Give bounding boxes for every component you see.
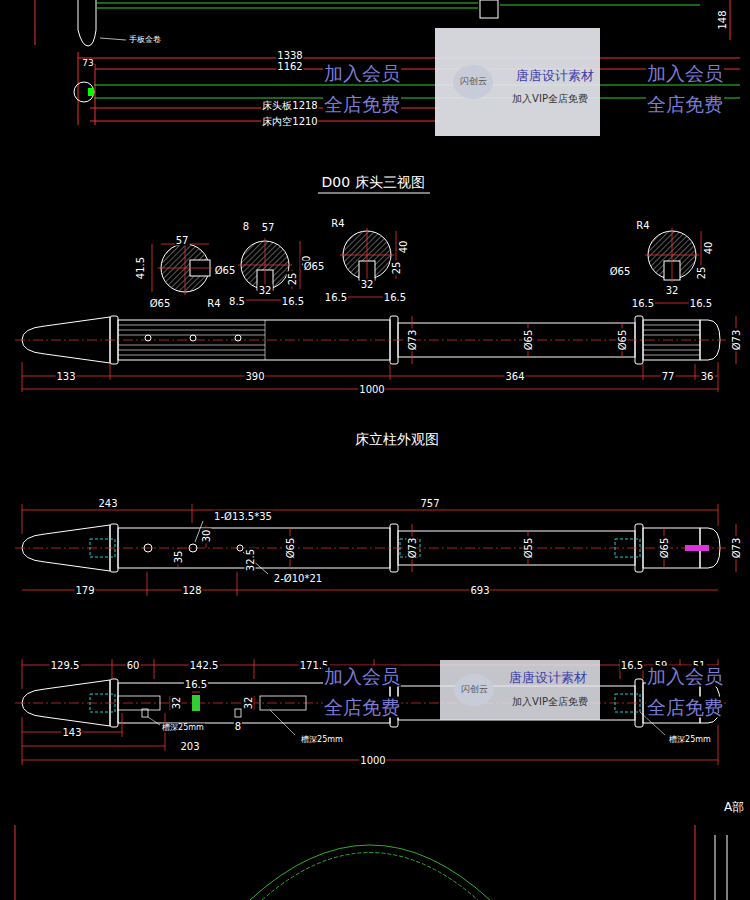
dimension-text: 1000	[358, 384, 385, 395]
watermark: 加入VIP全店免费	[511, 696, 589, 707]
watermark: 闪创云	[459, 77, 488, 87]
dimension-text: 40	[703, 241, 714, 256]
dimension-text: 16.5	[631, 298, 655, 309]
view-title: D00 床头三视图	[320, 175, 425, 190]
detail-label: A部	[723, 801, 745, 814]
dimension-text: 16.5	[383, 292, 407, 303]
dimension-text: 129.5	[50, 660, 81, 671]
dimension-text: 77	[661, 371, 676, 382]
dimension-text: 60	[126, 660, 141, 671]
dimension-text: 25	[391, 261, 402, 276]
dimension-text: 364	[504, 371, 525, 382]
dimension-text: Ø65	[285, 537, 296, 560]
dimension-text: 32	[360, 279, 375, 290]
watermark: 加入会员	[323, 63, 401, 84]
dimension-text: Ø65	[523, 329, 534, 352]
part-dimension: 床头板1218	[261, 100, 318, 111]
watermark: 唐唐设计素材	[508, 671, 588, 685]
groove-note: 槽深25mm	[161, 724, 205, 733]
dimension-text: Ø55	[523, 537, 534, 560]
hole-callout: 1-Ø13.5*35	[213, 511, 273, 522]
dimension-text: 36	[700, 371, 715, 382]
dimension-text: 179	[74, 585, 95, 596]
dimension-text: 128	[181, 585, 202, 596]
dimension-text: Ø65	[149, 298, 172, 309]
dimension-text: Ø73	[407, 329, 418, 352]
dimension-text: 32	[665, 285, 680, 296]
dimension-text: 143	[61, 727, 82, 738]
watermark: 加入会员	[646, 666, 724, 687]
dimension-text: 16.5	[324, 292, 348, 303]
dimension-text: Ø73	[731, 329, 742, 352]
dimension-text: 41.5	[135, 256, 146, 280]
groove-note: 槽深25mm	[300, 736, 344, 745]
dimension-text: 73	[81, 59, 94, 69]
dimension-text: 693	[469, 585, 490, 596]
dimension-text: R4	[330, 218, 345, 229]
dimension-text: 1338	[276, 50, 303, 61]
dimension-text: R4	[206, 298, 221, 309]
watermark: 全店免费	[323, 697, 401, 718]
hole-callout: 2-Ø10*21	[273, 573, 323, 584]
dimension-text: 32	[243, 696, 254, 711]
dimension-text: R4	[635, 220, 650, 231]
part-dimension: 床内空1210	[261, 116, 318, 127]
dimension-text: 757	[419, 498, 440, 509]
dimension-text: 16.5	[620, 660, 644, 671]
part-note: 手板金卷	[128, 36, 162, 45]
dimension-text: 142.5	[189, 660, 220, 671]
dimension-text: 1000	[359, 755, 386, 766]
dimension-text: Ø65	[609, 266, 632, 277]
dimension-text: 32	[171, 696, 182, 711]
dimension-text: 1162	[276, 61, 303, 72]
view-title: 床立柱外观图	[354, 432, 440, 447]
watermark: 闪创云	[460, 685, 489, 695]
watermark: 全店免费	[323, 94, 401, 115]
dimension-text: 16.5	[184, 679, 208, 690]
dimension-text: 32	[258, 285, 273, 296]
dimension-text: 30	[201, 529, 212, 544]
dimension-text: Ø65	[214, 265, 237, 276]
dimension-text: 16.5	[281, 296, 305, 307]
dimension-text: 57	[261, 222, 276, 233]
dimension-text: 243	[97, 498, 118, 509]
dimension-text: 8	[234, 721, 242, 732]
watermark: 唐唐设计素材	[515, 69, 595, 83]
dimension-text: 203	[179, 741, 200, 752]
dimension-text: 8.5	[228, 296, 246, 307]
watermark: 全店免费	[646, 94, 724, 115]
dimension-text: 8	[242, 221, 250, 232]
watermark: 加入VIP全店免费	[511, 93, 589, 104]
dimension-text: Ø65	[303, 261, 326, 272]
dimension-text: 40	[398, 240, 409, 255]
dimension-text: 16.5	[689, 298, 713, 309]
dimension-text: 32.5	[245, 548, 256, 572]
dimension-text: Ø65	[659, 537, 670, 560]
dimension-text: 390	[244, 371, 265, 382]
dimension-text: 25	[287, 272, 298, 287]
dimension-text: 57	[175, 235, 190, 246]
groove-note: 槽深25mm	[668, 736, 712, 745]
dimension-text: 148	[717, 9, 728, 30]
dimension-text: Ø73	[407, 537, 418, 560]
watermark: 加入会员	[323, 666, 401, 687]
dimension-text: Ø73	[731, 537, 742, 560]
watermark: 加入会员	[646, 63, 724, 84]
dimension-text: 25	[696, 266, 707, 281]
dimension-text: 35	[173, 550, 184, 565]
watermark: 全店免费	[646, 697, 724, 718]
dimension-text: 133	[55, 371, 76, 382]
dimension-text: Ø65	[617, 329, 628, 352]
